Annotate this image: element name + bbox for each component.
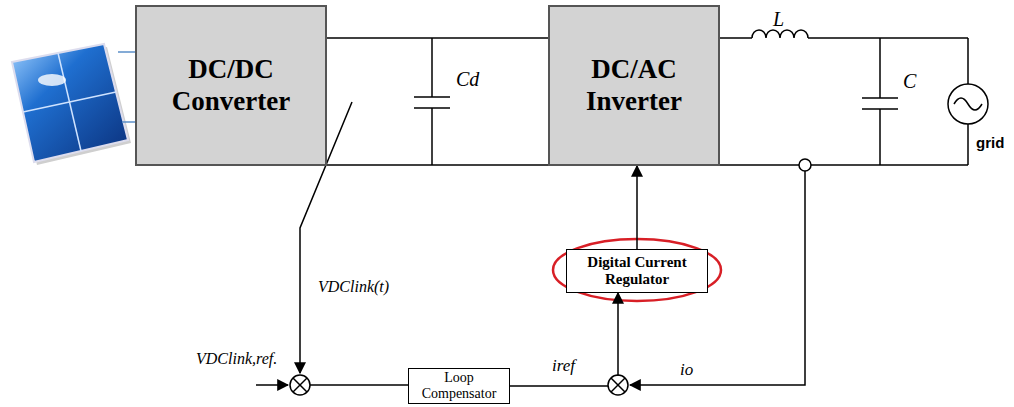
connector	[636, 166, 638, 249]
converter-box: DC/DC Converter	[135, 5, 327, 166]
box-text: Loop Compensator	[414, 370, 504, 402]
component-label: C	[903, 70, 916, 93]
compensator-box: Loop Compensator	[408, 368, 510, 404]
connector	[327, 37, 548, 39]
inverter-box: DC/AC Inverter	[548, 5, 720, 166]
signal-name: io	[680, 360, 693, 380]
edge-label: iref	[550, 356, 577, 376]
component-label: Cd	[456, 68, 479, 91]
box-text: DC/DC Converter	[156, 54, 306, 116]
dc-link-capacitor	[414, 38, 450, 165]
solar-panel	[12, 44, 131, 165]
signal-name: VDClink(t)	[318, 278, 389, 296]
control-wires	[256, 102, 805, 395]
source-label: grid	[976, 134, 1004, 151]
connector	[327, 164, 548, 166]
box-text: DC/AC Inverter	[569, 54, 699, 116]
component-label: L	[773, 8, 784, 31]
regulator-box: Digital Current Regulator	[566, 249, 708, 293]
box-text: Digital Current Regulator	[574, 254, 700, 289]
highlight-ellipse	[553, 239, 721, 301]
signal-name: VDClink,ref.	[196, 350, 277, 368]
output-filter	[720, 30, 988, 171]
connector	[510, 293, 618, 386]
